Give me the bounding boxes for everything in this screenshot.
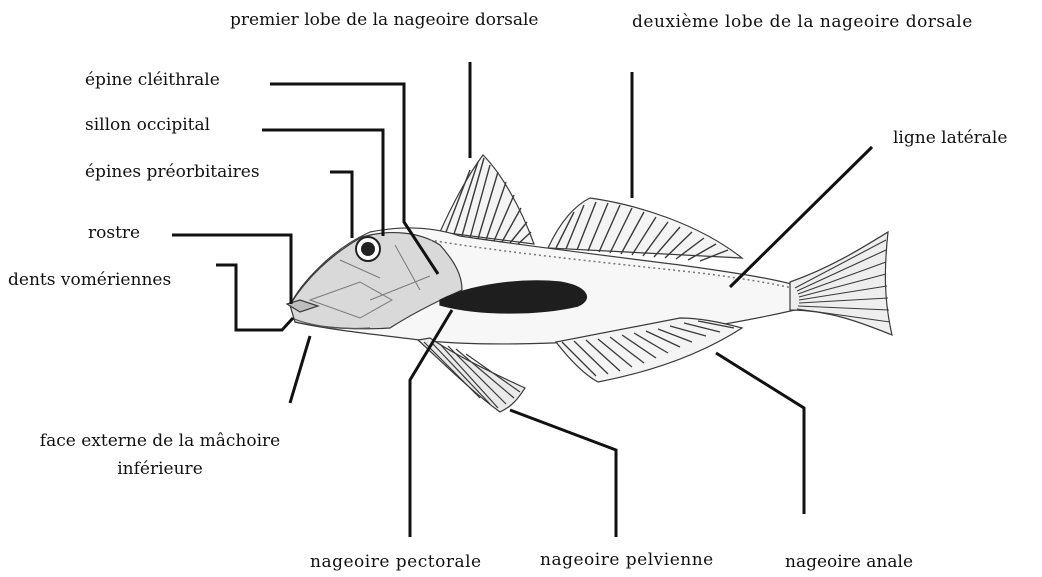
label-nageoire-pectorale: nageoire pectorale xyxy=(310,552,482,572)
label-dents-vomeriennes: dents vomériennes xyxy=(8,270,171,290)
label-ligne-laterale: ligne latérale xyxy=(893,128,1007,148)
pelvic-fin xyxy=(418,338,525,412)
first-dorsal-fin xyxy=(440,155,534,244)
label-epines-preorbitaires: épines préorbitaires xyxy=(85,162,260,182)
leader-anale xyxy=(716,353,804,514)
leader-rostre xyxy=(172,235,291,304)
leader-pelvienne xyxy=(510,410,616,537)
label-premier-lobe: premier lobe de la nageoire dorsale xyxy=(230,10,538,30)
label-nageoire-anale: nageoire anale xyxy=(785,552,913,572)
leader-epines-preorbitaires xyxy=(330,172,352,238)
label-face-externe: face externe de la mâchoire inférieure xyxy=(10,427,310,483)
label-deuxieme-lobe: deuxième lobe de la nageoire dorsale xyxy=(632,12,973,32)
leader-dents-vomeriennes xyxy=(216,265,293,330)
tail-fin xyxy=(790,232,892,335)
label-nageoire-pelvienne: nageoire pelvienne xyxy=(540,550,714,570)
leader-pectorale xyxy=(410,310,452,537)
label-epine-cleithrale: épine cléithrale xyxy=(85,70,220,90)
label-sillon-occipital: sillon occipital xyxy=(85,115,210,135)
leader-sillon-occipital xyxy=(262,130,383,236)
label-rostre: rostre xyxy=(88,223,140,243)
fish-drawing xyxy=(287,155,892,412)
leader-face-externe xyxy=(290,336,310,403)
